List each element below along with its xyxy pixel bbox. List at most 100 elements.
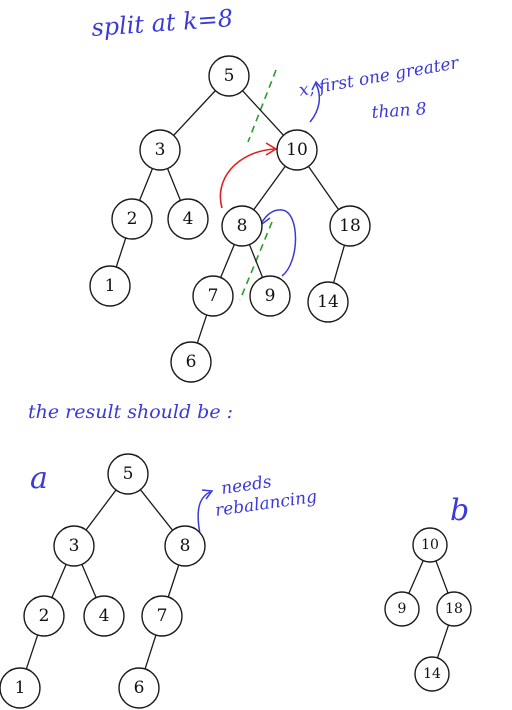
red-arrowhead xyxy=(265,142,278,156)
node-circle xyxy=(329,205,371,247)
node-label: 5 xyxy=(123,464,134,484)
node-result-b-9: 9 xyxy=(384,591,420,627)
node-circle xyxy=(23,595,65,637)
node-label: 9 xyxy=(265,286,276,306)
node-label: 1 xyxy=(105,276,116,296)
node-label: 4 xyxy=(99,606,110,626)
edge-result-a-a3-a4 xyxy=(81,564,97,598)
node-circle xyxy=(141,595,183,637)
edge-result-b-b10-b18 xyxy=(435,560,449,594)
node-label: 7 xyxy=(157,606,168,626)
edge-result-a-a5-a8 xyxy=(139,489,174,531)
node-result-a-2: 2 xyxy=(23,595,65,637)
node-circle xyxy=(221,205,263,247)
edge-result-a-a7-a6 xyxy=(144,634,157,670)
node-circle xyxy=(107,453,149,495)
node-original-9: 9 xyxy=(249,275,291,317)
node-original-18: 18 xyxy=(329,205,371,247)
node-label: 1 xyxy=(15,678,26,698)
edge-result-a-a5-a3 xyxy=(85,489,117,531)
node-label: 14 xyxy=(317,292,339,312)
tree-edges xyxy=(25,90,450,670)
node-result-b-14: 14 xyxy=(414,656,450,692)
note-pointer-head xyxy=(311,80,323,91)
node-label: 9 xyxy=(398,601,407,617)
node-circle xyxy=(249,275,291,317)
node-original-8: 8 xyxy=(221,205,263,247)
node-label: 7 xyxy=(208,286,219,306)
node-label: 18 xyxy=(339,216,361,236)
node-circle xyxy=(414,656,450,692)
node-circle xyxy=(167,198,209,240)
rebalance-pointer-curve xyxy=(197,491,211,535)
node-circle xyxy=(384,591,420,627)
node-result-a-1: 1 xyxy=(0,667,41,709)
node-circle xyxy=(436,591,472,627)
edge-original-n3-n2 xyxy=(138,168,154,201)
result-heading: the result should be : xyxy=(28,401,233,423)
edge-original-n18-n14 xyxy=(332,245,346,283)
node-result-a-5: 5 xyxy=(107,453,149,495)
edge-result-a-a8-a7 xyxy=(167,564,180,598)
label-b: b xyxy=(450,493,469,528)
node-circle xyxy=(192,275,234,317)
node-circle xyxy=(208,55,250,97)
node-circle xyxy=(139,129,181,171)
node-label: 8 xyxy=(237,216,248,236)
edge-original-n10-n8 xyxy=(253,165,286,211)
node-original-4: 4 xyxy=(167,198,209,240)
node-result-b-18: 18 xyxy=(436,591,472,627)
node-result-a-6: 6 xyxy=(118,667,160,709)
node-label: 6 xyxy=(134,678,145,698)
node-circle xyxy=(0,667,41,709)
edge-result-b-b18-b14 xyxy=(436,624,450,659)
node-circle xyxy=(170,341,212,383)
edge-result-b-b10-b9 xyxy=(408,560,424,594)
node-original-7: 7 xyxy=(192,275,234,317)
note-than-8: than 8 xyxy=(371,99,428,123)
node-label: 2 xyxy=(127,209,138,229)
node-circle xyxy=(83,595,125,637)
node-circle xyxy=(307,281,349,323)
edge-result-a-a2-a1 xyxy=(25,634,39,670)
node-original-10: 10 xyxy=(276,129,318,171)
split-line-top xyxy=(247,69,277,143)
edge-original-n10-n18 xyxy=(307,166,340,210)
node-circle xyxy=(111,198,153,240)
node-circle xyxy=(164,525,206,567)
edge-original-n3-n4 xyxy=(166,168,182,201)
edge-result-a-a3-a2 xyxy=(51,564,67,598)
node-label: 8 xyxy=(180,536,191,556)
edge-original-n7-n6 xyxy=(196,314,208,344)
node-circle xyxy=(412,527,448,563)
node-result-b-10: 10 xyxy=(412,527,448,563)
node-label: 10 xyxy=(421,537,439,553)
node-label: 18 xyxy=(445,601,463,617)
note-pointer-curve xyxy=(309,83,321,123)
edge-original-n5-n10 xyxy=(242,90,284,136)
edge-original-n8-n7 xyxy=(220,244,235,278)
node-result-a-3: 3 xyxy=(53,525,95,567)
node-result-a-4: 4 xyxy=(83,595,125,637)
node-label: 4 xyxy=(183,209,194,229)
red-arrow-curve xyxy=(219,148,275,209)
node-original-1: 1 xyxy=(89,265,131,307)
label-a: a xyxy=(30,461,48,496)
node-label: 10 xyxy=(286,140,308,160)
node-circle xyxy=(118,667,160,709)
node-result-a-7: 7 xyxy=(141,595,183,637)
node-label: 5 xyxy=(224,66,235,86)
node-label: 2 xyxy=(39,606,50,626)
node-original-6: 6 xyxy=(170,341,212,383)
node-original-14: 14 xyxy=(307,281,349,323)
node-circle xyxy=(276,129,318,171)
edge-original-n8-n9 xyxy=(248,244,264,278)
node-label: 3 xyxy=(69,536,80,556)
blue-arrow-curve xyxy=(261,209,297,277)
title-annotation: split at k=8 xyxy=(90,4,233,42)
node-circle xyxy=(89,265,131,307)
node-result-a-8: 8 xyxy=(164,525,206,567)
rebalance-pointer-head xyxy=(201,489,214,500)
